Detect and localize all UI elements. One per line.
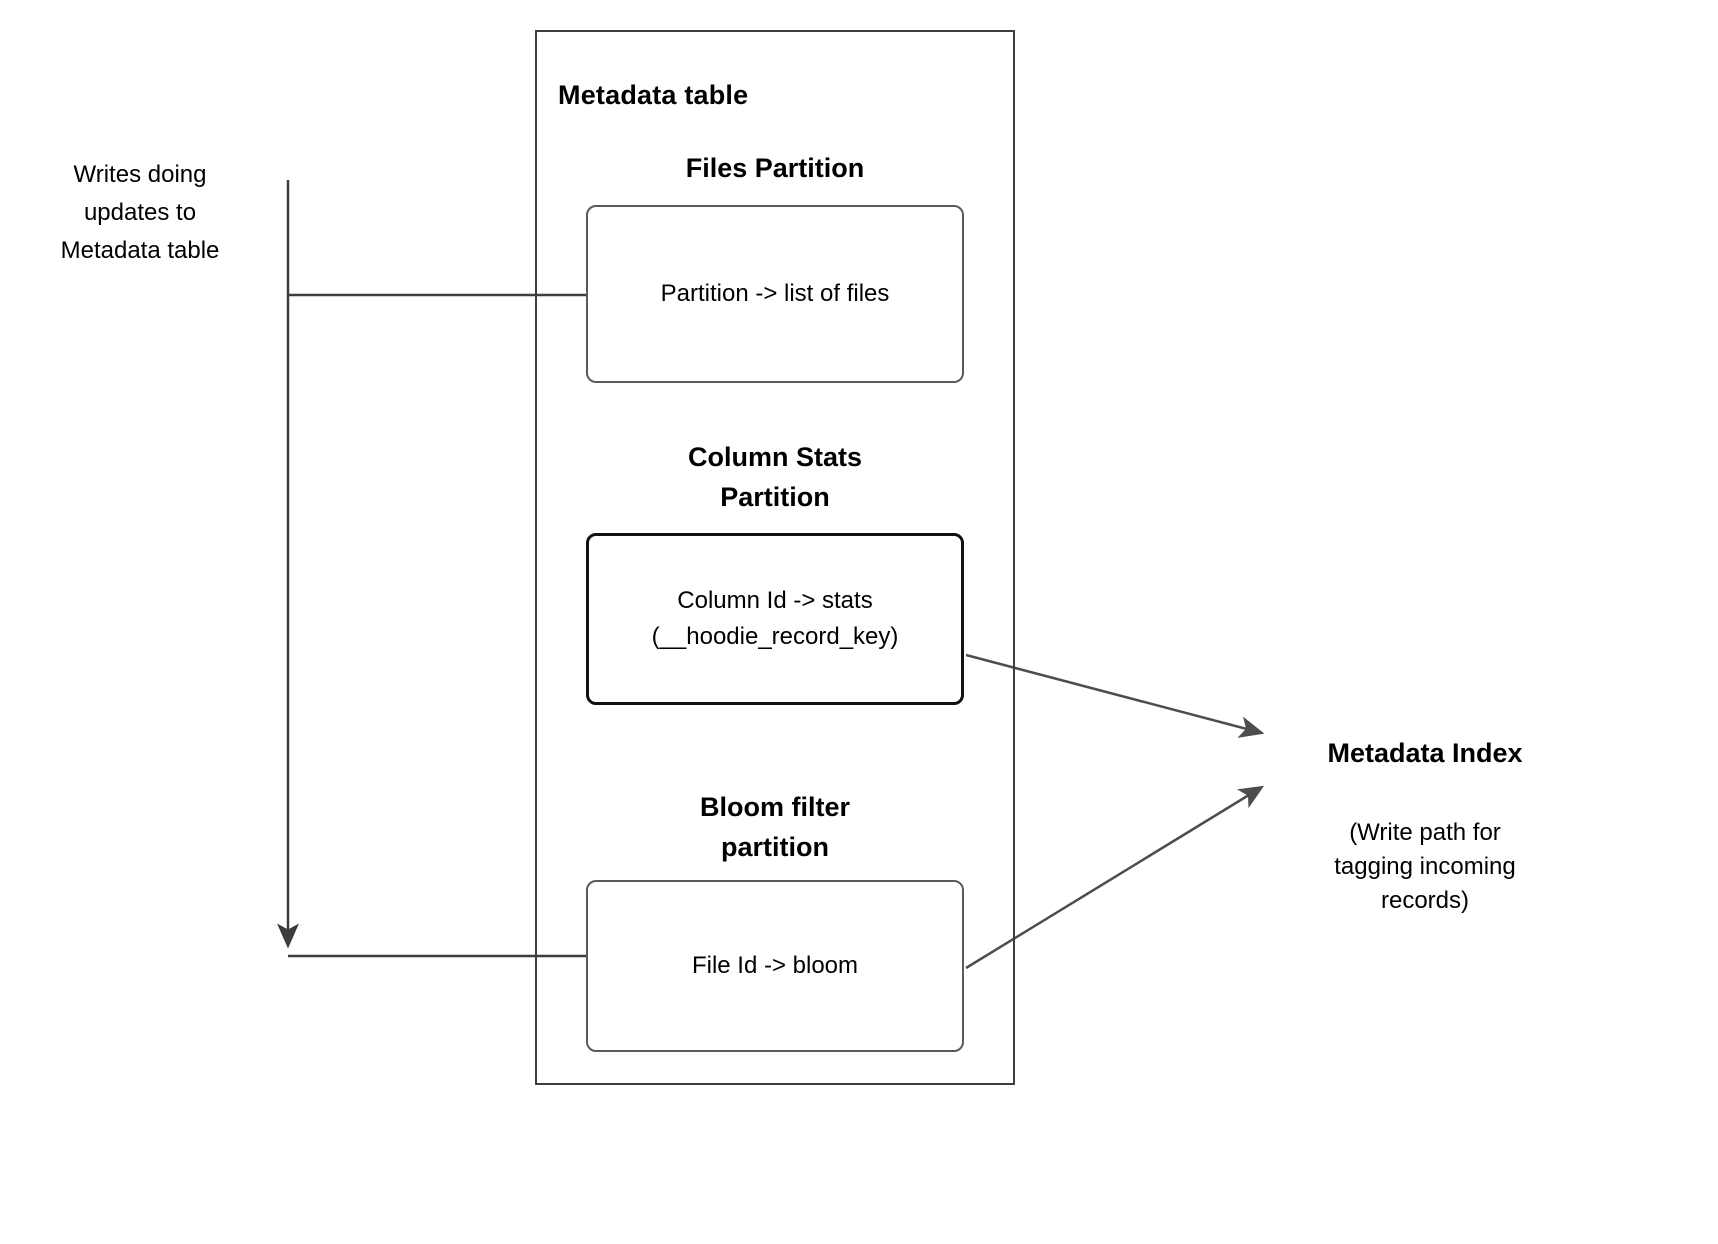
column-stats-partition-box-text: Column Id -> stats (__hoodie_record_key) bbox=[651, 587, 899, 650]
column-stats-partition-header: Column Stats Partition bbox=[687, 442, 862, 512]
files-partition-box-text: Partition -> list of files bbox=[660, 280, 890, 307]
metadata-table-title: Metadata table bbox=[558, 80, 749, 110]
bloom-filter-partition-box: File Id -> bloom bbox=[586, 880, 964, 1052]
metadata-table-container bbox=[535, 30, 1015, 1085]
metadata-index-title: Metadata Index bbox=[1327, 738, 1523, 768]
write-path-label: Writes doing updates to Metadata table bbox=[60, 161, 220, 264]
metadata-index-caption: (Write path for tagging incoming records… bbox=[1334, 819, 1516, 914]
files-partition-box: Partition -> list of files bbox=[586, 205, 964, 383]
files-partition-header: Files Partition bbox=[685, 153, 865, 183]
bloom-filter-partition-box-text: File Id -> bloom bbox=[691, 952, 859, 979]
bloom-filter-partition-header: Bloom filter partition bbox=[699, 792, 850, 862]
column-stats-partition-box: Column Id -> stats (__hoodie_record_key) bbox=[586, 533, 964, 705]
